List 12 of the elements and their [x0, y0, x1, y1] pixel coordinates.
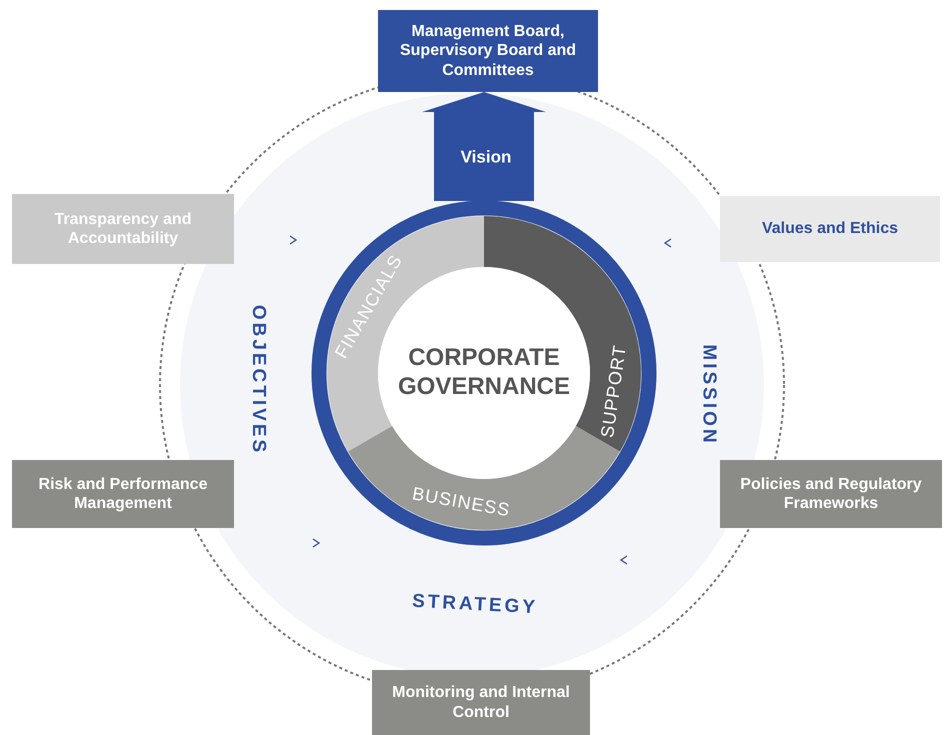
- section-label: STRATEGY: [412, 590, 539, 620]
- section-label: MISSION: [697, 344, 720, 446]
- edge-label: Vision: [460, 148, 512, 166]
- label-box: Monitoring and Internal Control: [372, 670, 590, 735]
- segment-label: SUPPORT: [597, 343, 630, 439]
- title-text: CORPORATE GOVERNANCE: [398, 344, 572, 402]
- label-box: Risk and Performance Management: [12, 460, 234, 528]
- segment-label: BUSINESS: [410, 483, 512, 520]
- label-box: Values and Ethics: [720, 196, 940, 262]
- label-box: Policies and Regulatory Frameworks: [720, 460, 942, 528]
- label-box: Management Board, Supervisory Board and Committees: [378, 10, 598, 92]
- section-label: OBJECTIVES: [247, 304, 270, 456]
